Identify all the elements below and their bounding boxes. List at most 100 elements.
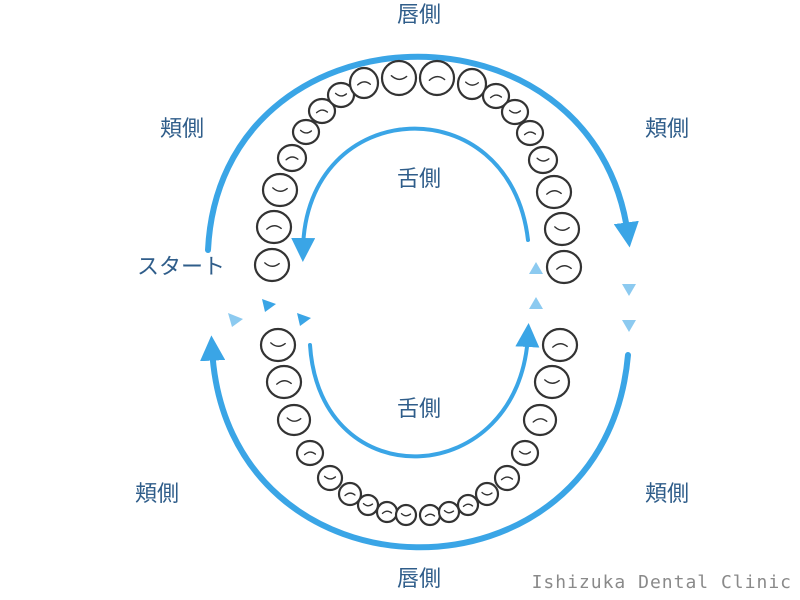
tooth-groove: [546, 190, 562, 195]
tooth-groove: [424, 513, 436, 518]
tooth-outline: [522, 403, 558, 437]
label-labial-bottom: 唇側: [396, 567, 442, 592]
tooth-outline: [276, 143, 308, 173]
label-buccal-lower-left: 頬側: [134, 482, 180, 507]
tooth: [356, 493, 380, 517]
tooth-outline: [481, 82, 511, 110]
tooth-groove: [276, 380, 292, 385]
tooth-groove: [362, 502, 374, 507]
label-buccal-lower-right: 頬側: [644, 482, 690, 507]
tooth-groove: [400, 512, 412, 517]
tooth: [515, 119, 545, 147]
tooth-groove: [465, 81, 479, 86]
tooth-outline: [456, 493, 480, 517]
tooth-outline: [474, 481, 500, 507]
tooth: [510, 439, 540, 467]
tooth: [533, 364, 571, 400]
tooth-outline: [527, 145, 559, 175]
tooth-outline: [535, 174, 573, 210]
tooth-outline: [261, 172, 299, 208]
lower-dental-arch: [259, 327, 579, 527]
transition-triangle: [529, 262, 543, 274]
tooth: [259, 327, 297, 363]
lower-inner-arrow: [308, 323, 540, 459]
tooth-outline: [255, 209, 293, 245]
tooth: [418, 59, 456, 97]
tooth-groove: [556, 265, 572, 270]
tooth-groove: [428, 75, 446, 81]
tooth-outline: [394, 503, 418, 527]
tooth: [500, 98, 530, 126]
tooth: [493, 464, 521, 492]
tooth: [316, 464, 344, 492]
tooth: [522, 403, 558, 437]
tooth-groove: [481, 491, 493, 496]
tooth: [545, 249, 583, 285]
tooth-outline: [295, 439, 325, 467]
tooth-outline: [276, 403, 312, 437]
tooth-groove: [544, 379, 560, 384]
tooth-groove: [489, 94, 503, 99]
label-labial-top: 唇側: [396, 3, 442, 28]
tooth-groove: [303, 451, 317, 456]
transition-triangle: [622, 284, 636, 296]
tooth-outline: [375, 500, 399, 524]
transition-triangle: [622, 320, 636, 332]
tooth: [337, 481, 363, 507]
tooth: [295, 439, 325, 467]
tooth: [456, 493, 480, 517]
tooth: [255, 209, 293, 245]
tooth-outline: [543, 211, 581, 247]
tooth: [276, 403, 312, 437]
tooth-outline: [545, 249, 583, 285]
tooth-outline: [418, 503, 442, 527]
tooth-groove: [500, 476, 514, 481]
tooth: [291, 118, 321, 146]
tooth-groove: [390, 75, 408, 81]
tooth: [481, 82, 511, 110]
tooth-groove: [554, 226, 570, 231]
tooth-outline: [493, 464, 521, 492]
tooth: [541, 327, 579, 363]
tooth: [375, 500, 399, 524]
tooth-outline: [307, 97, 337, 125]
label-start: スタート: [137, 255, 226, 280]
label-buccal-upper-right: 頬側: [644, 117, 690, 142]
tooth: [261, 172, 299, 208]
tooth-groove: [285, 156, 299, 161]
tooth-outline: [533, 364, 571, 400]
transition-triangle: [262, 299, 276, 312]
upper-dental-arch: [253, 59, 583, 285]
tooth-groove: [518, 450, 532, 455]
tooth: [456, 67, 488, 101]
tooth-outline: [456, 67, 488, 101]
tooth-outline: [541, 327, 579, 363]
tooth-groove: [357, 81, 371, 86]
transition-triangle: [228, 313, 243, 327]
tooth-outline: [316, 464, 344, 492]
tooth-groove: [462, 503, 474, 508]
transition-markers: [228, 262, 636, 332]
tooth-groove: [334, 92, 348, 97]
tooth: [276, 143, 308, 173]
tooth-groove: [532, 418, 548, 423]
tooth-outline: [380, 59, 418, 97]
tooth: [535, 174, 573, 210]
tooth-outline: [437, 500, 461, 524]
tooth-outline: [265, 364, 303, 400]
lower-outer-arrow: [200, 335, 631, 551]
tooth: [543, 211, 581, 247]
tooth-outline: [515, 119, 545, 147]
tooth-groove: [536, 157, 550, 162]
tooth-groove: [270, 342, 286, 347]
tooth: [253, 247, 291, 283]
label-buccal-upper-left: 頬側: [159, 117, 205, 142]
tooth-groove: [286, 417, 302, 422]
tooth-groove: [523, 131, 537, 136]
tooth: [527, 145, 559, 175]
tooth-outline: [259, 327, 297, 363]
tooth: [307, 97, 337, 125]
tooth: [380, 59, 418, 97]
tooth-outline: [418, 59, 456, 97]
